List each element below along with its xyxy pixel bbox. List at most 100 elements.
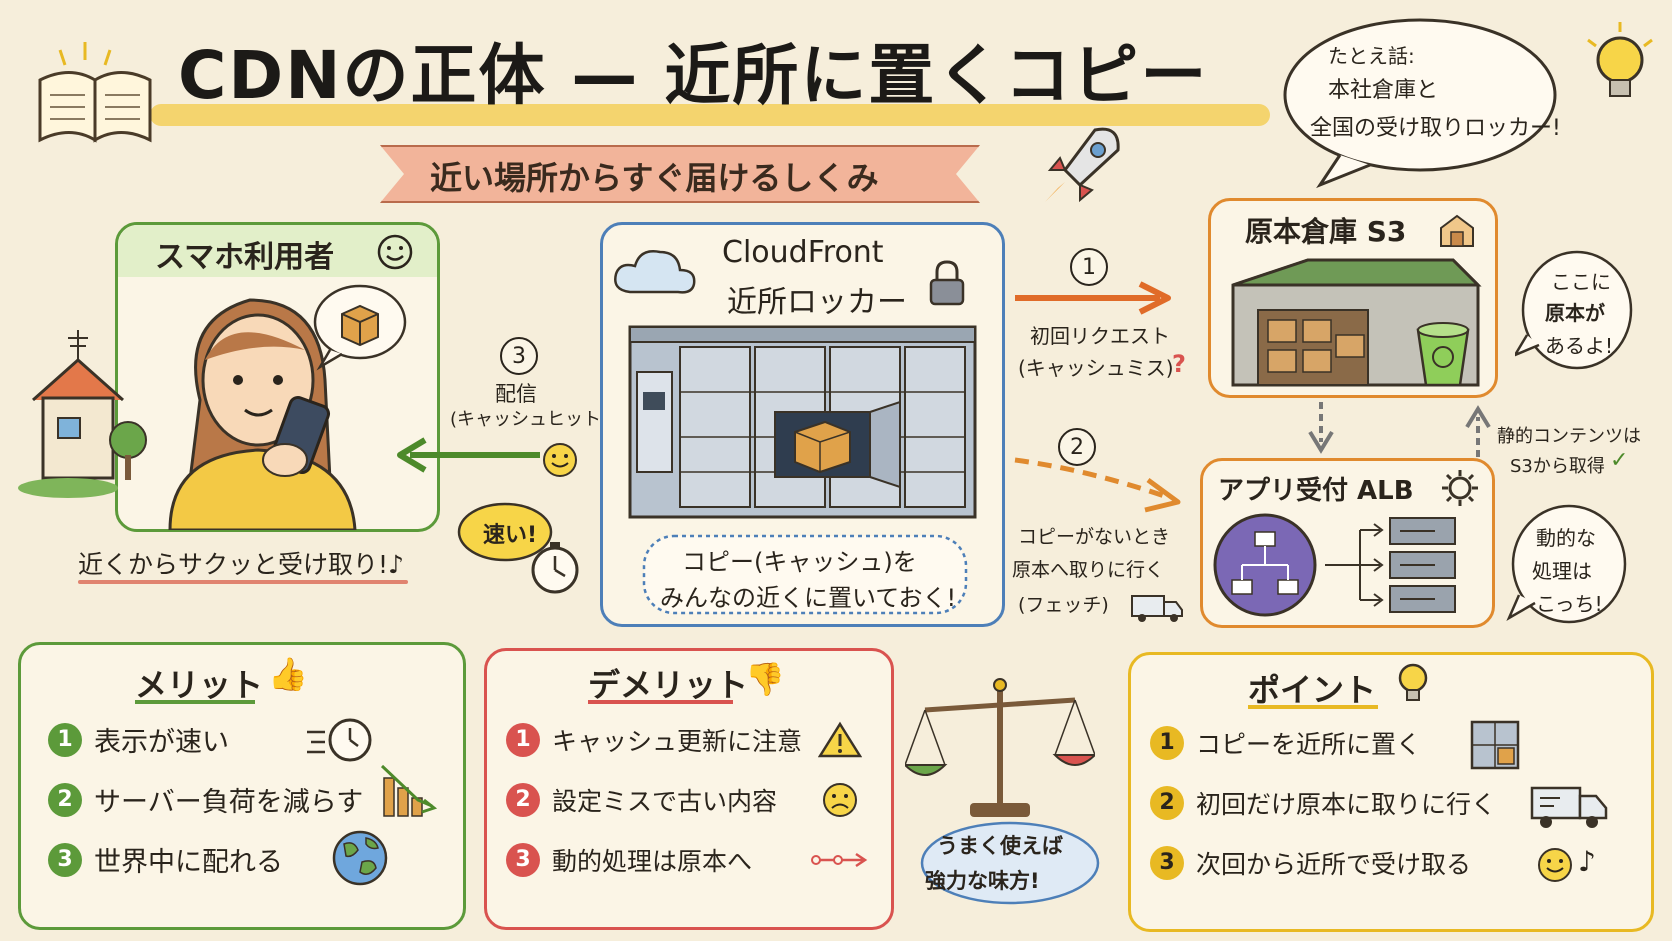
lightbulb-icon [1587,22,1653,97]
step3-label: 配信 [495,382,537,406]
user-panel-title: スマホ利用者 [155,240,335,275]
thumbs-down-icon: 👎 [745,660,785,698]
up-dashed-arrow [1465,405,1491,457]
alb-bubble-line1: 動的な [1536,526,1596,550]
demerits-panel [484,648,894,930]
demerits-title: デメリット [588,666,749,704]
globe-icon [332,830,388,886]
s3-bubble-line3: あるよ! [1545,334,1614,358]
thumbs-up-icon: 👍 [268,655,308,693]
point-text-2: 初回だけ原本に取りに行く [1196,790,1497,819]
cloudfront-caption-bubble [642,534,968,615]
cloud-icon [614,250,696,294]
point-num-3: 3 [1150,846,1184,880]
question-mark: ? [1172,350,1186,378]
step3-sublabel: (キャッシュヒット) [450,409,609,430]
analogy-line1: たとえ話: [1328,44,1415,68]
title-underline [150,104,1270,126]
alb-bubble-line3: こっち! [1536,592,1603,616]
smiley-icon [377,234,413,270]
step2-label: コピーがないとき [1018,526,1171,548]
down-dashed-arrow [1308,402,1334,454]
subtitle: 近い場所からすぐ届けるしくみ [430,159,879,197]
analogy-line3: 全国の受け取りロッカー! [1310,116,1561,141]
cloudfront-caption-line1: コピー(キャッシュ)を [682,548,917,576]
point-text-1: コピーを近所に置く [1196,730,1422,759]
step1-label: 初回リクエスト [1030,324,1170,348]
s3-title: 原本倉庫 S3 [1245,215,1407,248]
point-row-2: 2 初回だけ原本に取りに行く [1150,785,1496,821]
points-underline [1248,705,1378,709]
request-arrow [1015,281,1171,315]
gear-icon [1442,470,1478,506]
caption-underline [78,580,408,584]
demerit-text-1: キャッシュ更新に注意 [552,727,803,756]
user-panel-header [118,225,437,277]
point-num-1: 1 [1150,726,1184,760]
truck-icon [1131,595,1183,622]
s3-bubble-line2: 原本が [1545,301,1605,325]
user-caption: 近くからサクッと受け取り!♪ [78,550,404,579]
step1-sublabel: (キャッシュミス) [1018,356,1174,380]
stopwatch-icon [307,718,372,762]
check-icon: ✓ [1610,448,1629,473]
open-book-icon [38,42,152,143]
lock-icon [929,260,965,306]
analogy-bubble [1283,18,1557,189]
package-thought-bubble [313,284,407,371]
rocket-icon [1045,127,1120,203]
delivery-truck-icon [1530,786,1608,828]
idea-bulb-icon [1398,663,1428,701]
warning-icon [818,721,862,758]
demerit-text-3: 動的処理は原本へ [552,847,753,876]
merit-text-1: 表示が速い [94,727,229,758]
load-balancer-illustration [1213,513,1456,617]
points-title: ポイント [1248,671,1377,709]
demerit-num-3: 3 [506,843,540,877]
sad-face-icon [823,783,857,817]
step3-number: 3 [500,337,538,375]
fetch-dashed-arrow [1014,457,1181,513]
demerit-row-2: 2 設定ミスで古い内容 [506,782,777,818]
merit-text-3: 世界中に配れる [94,847,283,878]
fast-bubble [457,502,579,594]
cloudfront-title: CloudFront [722,235,884,270]
point-row-3: 3 次回から近所で受け取る [1150,845,1471,881]
happy-face-icon [543,443,577,477]
static-content-sublabel: S3から取得 [1510,456,1605,477]
balance-line2: 強力な味方! [925,869,1040,893]
demerit-row-3: 3 動的処理は原本へ [506,842,752,878]
balance-scale-icon [905,678,1095,817]
demerit-text-2: 設定ミスで古い内容 [552,787,778,816]
point-num-2: 2 [1150,786,1184,820]
s3-speech-bubble [1515,250,1633,370]
music-note-icon: ♪ [1578,845,1596,878]
alb-title: アプリ受付 ALB [1218,476,1414,506]
demerits-underline [588,700,733,704]
step2-sublabel2: (フェッチ) [1018,594,1109,616]
locker-small-icon [1470,720,1520,770]
route-arrow-icon [811,852,868,868]
balance-line1: うまく使えば [937,834,1063,858]
demerit-num-2: 2 [506,783,540,817]
merit-num-2: 2 [48,782,82,817]
page-title: CDNの正体 — 近所に置くコピー [178,37,1209,114]
merits-title: メリット [135,666,264,704]
house-icon [18,330,147,498]
s3-bubble-line1: ここに [1551,270,1611,294]
cloudfront-caption-line2: みんなの近くに置いておく! [660,584,957,612]
locker-illustration [628,325,977,519]
merit-row-2: 2 サーバー負荷を減らす [48,780,363,819]
step2-number: 2 [1058,428,1096,466]
point-text-3: 次回から近所で受け取る [1196,850,1472,879]
analogy-line2: 本社倉庫と [1328,78,1439,103]
delivery-arrow [397,437,540,473]
step1-number: 1 [1070,248,1108,286]
step2-sublabel: 原本へ取りに行く [1012,559,1165,581]
merit-text-2: サーバー負荷を減らす [94,787,364,818]
smile-face-icon [1538,848,1572,882]
alb-bubble-line2: 処理は [1532,559,1592,583]
